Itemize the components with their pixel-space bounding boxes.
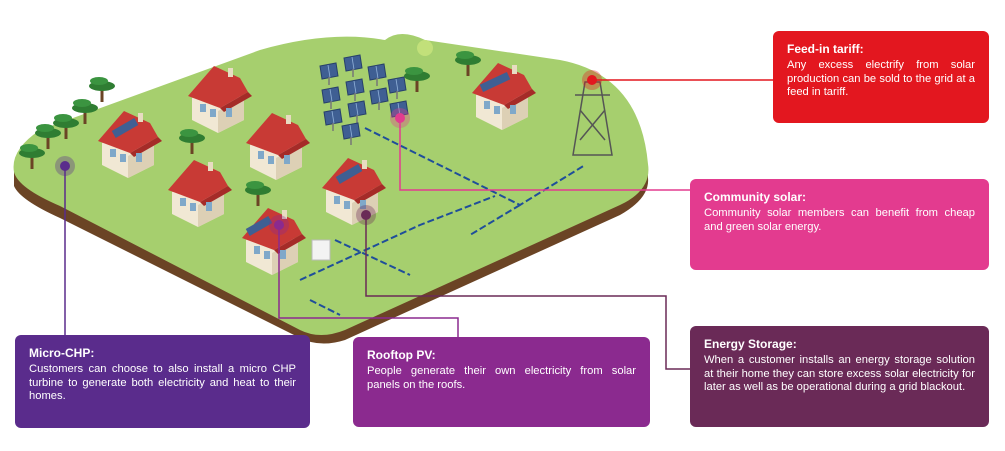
micro-chp-text: Customers can choose to also install a m… [29, 363, 296, 402]
rooftop-pv-text: People generate their own electricity fr… [367, 365, 636, 391]
rooftop-pv-title: Rooftop PV: [367, 348, 436, 362]
grid-cables [299, 127, 586, 316]
connector-lines [64, 79, 773, 370]
storage-connector [365, 215, 690, 370]
energy-storage-text: When a customer installs an energy stora… [704, 354, 975, 393]
feed-in-tariff-card: Feed-in tariff: Any excess electrify fro… [773, 31, 989, 123]
community-connector [399, 118, 690, 191]
micro-chp-card: Micro-CHP: Customers can choose to also … [15, 335, 310, 428]
community-solar-card: Community solar: Community solar members… [690, 179, 989, 270]
energy-storage-card: Energy Storage: When a customer installs… [690, 326, 989, 427]
community-solar-text: Community solar members can benefit from… [704, 207, 975, 233]
chp-unit [311, 239, 331, 261]
markers [55, 70, 602, 235]
feed-in-tariff-text: Any excess electrify from solar producti… [787, 59, 975, 98]
rooftop-connector [278, 225, 459, 337]
rooftop-pv-card: Rooftop PV: People generate their own el… [353, 337, 650, 427]
energy-storage-title: Energy Storage: [704, 337, 797, 351]
feed-in-tariff-title: Feed-in tariff: [787, 42, 864, 56]
micro-chp-title: Micro-CHP: [29, 346, 95, 360]
community-solar-title: Community solar: [704, 190, 807, 204]
